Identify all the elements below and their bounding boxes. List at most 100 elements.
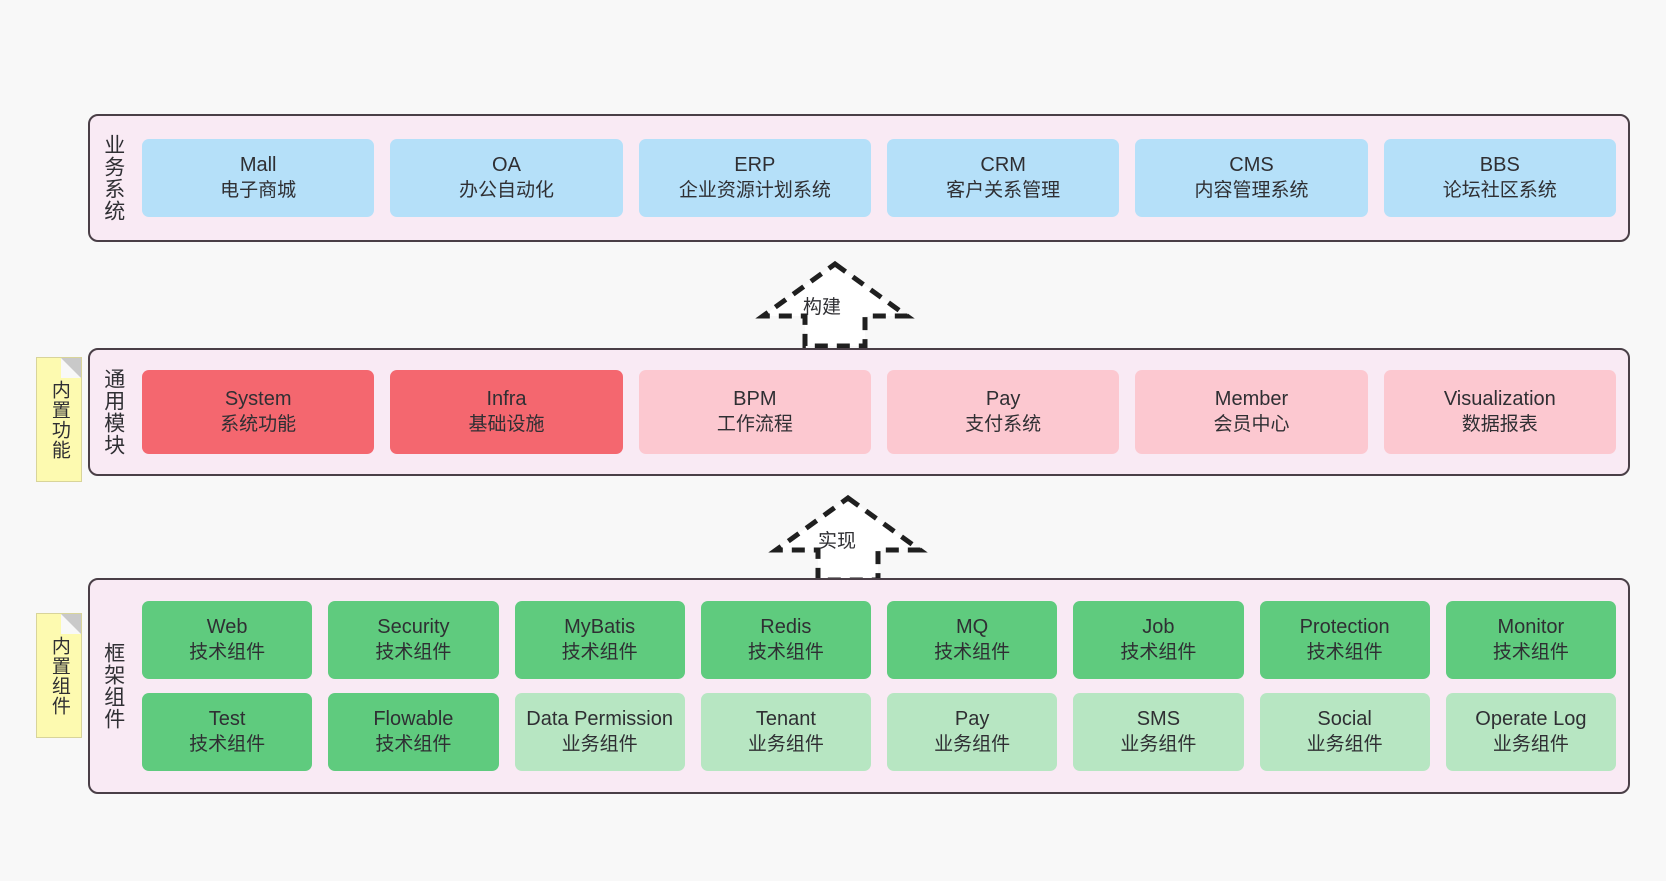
box-flowable[interactable]: Flowable 技术组件	[328, 693, 499, 771]
box-crm-en: CRM	[980, 154, 1026, 177]
box-operate-log[interactable]: Operate Log 业务组件	[1445, 693, 1616, 771]
box-erp-en: ERP	[734, 154, 776, 177]
box-tenant-cn: 业务组件	[747, 733, 824, 755]
box-social-en: Social	[1317, 708, 1372, 731]
box-bpm-cn: 工作流程	[716, 413, 793, 435]
box-redis-en: Redis	[760, 616, 812, 639]
box-crm-cn: 客户关系管理	[946, 179, 1061, 201]
box-mybatis-cn: 技术组件	[561, 641, 638, 663]
box-tenant[interactable]: Tenant 业务组件	[700, 693, 871, 771]
box-pay-component-en: Pay	[954, 708, 990, 731]
box-operate-log-en: Operate Log	[1475, 708, 1587, 731]
box-mybatis[interactable]: MyBatis 技术组件	[514, 601, 685, 679]
box-redis-cn: 技术组件	[747, 641, 824, 663]
layer-title-business-systems: 业务系统	[101, 134, 125, 222]
box-data-permission-cn: 业务组件	[561, 733, 638, 755]
box-oa-en: OA	[492, 154, 521, 177]
box-mall-cn: 电子商城	[220, 179, 297, 201]
box-job[interactable]: Job 技术组件	[1073, 601, 1244, 679]
box-mq-cn: 技术组件	[934, 641, 1011, 663]
box-pay-module-en: Pay	[985, 388, 1021, 411]
layer-framework-components: 框架组件 Web 技术组件 Security 技术组件 MyBatis 技术组件…	[88, 578, 1630, 794]
box-visualization-cn: 数据报表	[1461, 413, 1538, 435]
box-mall[interactable]: Mall 电子商城	[142, 139, 375, 217]
implement-arrow-label: 实现	[818, 531, 857, 552]
box-mybatis-en: MyBatis	[564, 616, 636, 639]
box-test-en: Test	[208, 708, 246, 731]
layer-business-systems: 业务系统 Mall 电子商城 OA 办公自动化 ERP 企业资源计划系统 CRM	[88, 114, 1630, 242]
box-security[interactable]: Security 技术组件	[328, 601, 499, 679]
box-security-cn: 技术组件	[375, 641, 452, 663]
box-visualization[interactable]: Visualization 数据报表	[1383, 370, 1616, 454]
box-test-cn: 技术组件	[189, 733, 266, 755]
box-system-cn: 系统功能	[220, 413, 297, 435]
box-protection-en: Protection	[1299, 616, 1390, 639]
box-data-permission[interactable]: Data Permission 业务组件	[514, 693, 685, 771]
box-cms-en: CMS	[1229, 154, 1274, 177]
box-tenant-en: Tenant	[755, 708, 816, 731]
box-bpm-en: BPM	[733, 388, 777, 411]
box-web[interactable]: Web 技术组件	[142, 601, 313, 679]
box-mq-en: MQ	[956, 616, 989, 639]
box-bpm[interactable]: BPM 工作流程	[638, 370, 871, 454]
box-job-cn: 技术组件	[1120, 641, 1197, 663]
box-job-en: Job	[1142, 616, 1175, 639]
box-system-en: System	[224, 388, 292, 411]
box-monitor[interactable]: Monitor 技术组件	[1445, 601, 1616, 679]
box-erp[interactable]: ERP 企业资源计划系统	[638, 139, 871, 217]
box-web-cn: 技术组件	[189, 641, 266, 663]
box-sms-en: SMS	[1136, 708, 1181, 731]
box-cms[interactable]: CMS 内容管理系统	[1135, 139, 1368, 217]
box-infra-en: Infra	[486, 388, 527, 411]
box-operate-log-cn: 业务组件	[1492, 733, 1569, 755]
box-test[interactable]: Test 技术组件	[142, 693, 313, 771]
box-protection[interactable]: Protection 技术组件	[1259, 601, 1430, 679]
box-mq[interactable]: MQ 技术组件	[887, 601, 1058, 679]
row-common-modules: System 系统功能 Infra 基础设施 BPM 工作流程 Pay 支付系统…	[142, 370, 1616, 454]
box-pay-component[interactable]: Pay 业务组件	[887, 693, 1058, 771]
layer-body-framework-components: Web 技术组件 Security 技术组件 MyBatis 技术组件 Redi…	[136, 580, 1628, 792]
layer-title-framework-components: 框架组件	[101, 642, 125, 730]
box-bbs[interactable]: BBS 论坛社区系统	[1383, 139, 1616, 217]
box-sms[interactable]: SMS 业务组件	[1073, 693, 1244, 771]
row-tech-components: Web 技术组件 Security 技术组件 MyBatis 技术组件 Redi…	[142, 601, 1616, 679]
implement-arrow-shape	[768, 494, 928, 583]
box-infra-cn: 基础设施	[468, 413, 545, 435]
box-protection-cn: 技术组件	[1306, 641, 1383, 663]
box-social[interactable]: Social 业务组件	[1259, 693, 1430, 771]
box-member-cn: 会员中心	[1213, 413, 1290, 435]
row-business-systems: Mall 电子商城 OA 办公自动化 ERP 企业资源计划系统 CRM 客户关系…	[142, 139, 1616, 217]
box-system[interactable]: System 系统功能	[142, 370, 375, 454]
box-web-en: Web	[206, 616, 248, 639]
box-pay-component-cn: 业务组件	[934, 733, 1011, 755]
box-redis[interactable]: Redis 技术组件	[700, 601, 871, 679]
box-pay-module-cn: 支付系统	[965, 413, 1042, 435]
box-bbs-en: BBS	[1479, 154, 1520, 177]
box-mall-en: Mall	[239, 154, 277, 177]
box-visualization-en: Visualization	[1443, 388, 1556, 411]
build-arrow: 构建	[755, 258, 915, 350]
box-member-en: Member	[1214, 388, 1289, 411]
layer-title-common-modules: 通用模块	[101, 368, 125, 456]
box-erp-cn: 企业资源计划系统	[678, 179, 831, 201]
box-monitor-cn: 技术组件	[1492, 641, 1569, 663]
box-member[interactable]: Member 会员中心	[1135, 370, 1368, 454]
box-bbs-cn: 论坛社区系统	[1442, 179, 1557, 201]
box-flowable-en: Flowable	[373, 708, 454, 731]
box-flowable-cn: 技术组件	[375, 733, 452, 755]
layer-common-modules: 通用模块 System 系统功能 Infra 基础设施 BPM 工作流程 Pay	[88, 348, 1630, 476]
box-security-en: Security	[377, 616, 450, 639]
note-builtin-features: 内置功能	[36, 357, 82, 482]
row-business-components: Test 技术组件 Flowable 技术组件 Data Permission …	[142, 693, 1616, 771]
layer-body-common-modules: System 系统功能 Infra 基础设施 BPM 工作流程 Pay 支付系统…	[136, 350, 1628, 474]
build-arrow-label: 构建	[803, 297, 842, 318]
layer-body-business-systems: Mall 电子商城 OA 办公自动化 ERP 企业资源计划系统 CRM 客户关系…	[136, 116, 1628, 240]
box-infra[interactable]: Infra 基础设施	[390, 370, 623, 454]
note-builtin-components: 内置组件	[36, 613, 82, 738]
build-arrow-shape	[755, 260, 915, 349]
box-pay-module[interactable]: Pay 支付系统	[886, 370, 1120, 454]
box-oa[interactable]: OA 办公自动化	[390, 139, 623, 217]
box-crm[interactable]: CRM 客户关系管理	[886, 139, 1120, 217]
box-monitor-en: Monitor	[1497, 616, 1565, 639]
